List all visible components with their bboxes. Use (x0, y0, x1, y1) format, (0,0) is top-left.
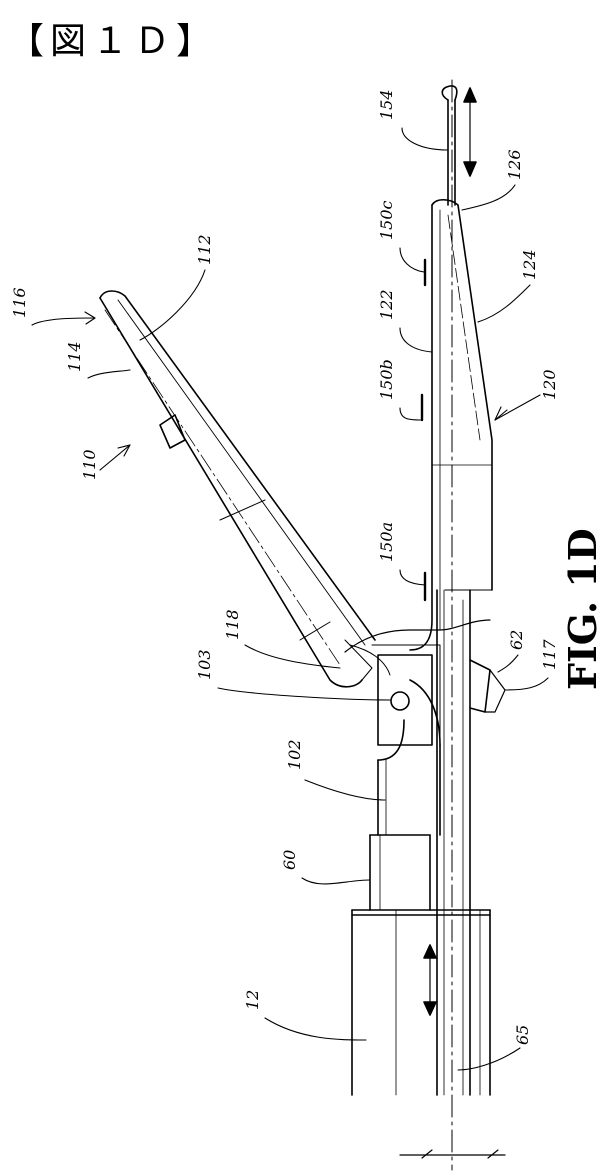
jaw-110 (100, 291, 390, 687)
jaw-120 (410, 200, 492, 650)
label-122: 122 (377, 289, 396, 320)
label-150a: 150a (377, 522, 396, 562)
label-126: 126 (505, 149, 524, 180)
label-154: 154 (377, 89, 396, 120)
label-117: 117 (540, 639, 559, 670)
label-150c: 150c (377, 200, 396, 240)
sleeve-60 (370, 835, 430, 910)
clevis-102 (345, 620, 490, 835)
label-62: 62 (507, 630, 526, 650)
label-150b: 150b (377, 359, 396, 400)
figure-title: FIG. 1D (560, 528, 605, 690)
label-60: 60 (280, 850, 299, 870)
label-102: 102 (285, 739, 304, 770)
protrusion-117 (470, 660, 505, 712)
label-118: 118 (223, 609, 242, 640)
wire-154 (442, 86, 476, 205)
label-124: 124 (520, 249, 539, 280)
label-112: 112 (195, 234, 214, 265)
inner-shaft-65 (437, 590, 470, 1095)
label-110: 110 (80, 449, 99, 480)
label-114: 114 (65, 341, 84, 372)
label-120: 120 (540, 369, 559, 400)
reference-labels: 154 126 150c 124 112 116 122 114 150b 12… (10, 89, 559, 1045)
label-12: 12 (243, 990, 262, 1010)
label-103: 103 (195, 649, 214, 680)
label-116: 116 (10, 287, 29, 318)
label-65: 65 (513, 1025, 532, 1045)
